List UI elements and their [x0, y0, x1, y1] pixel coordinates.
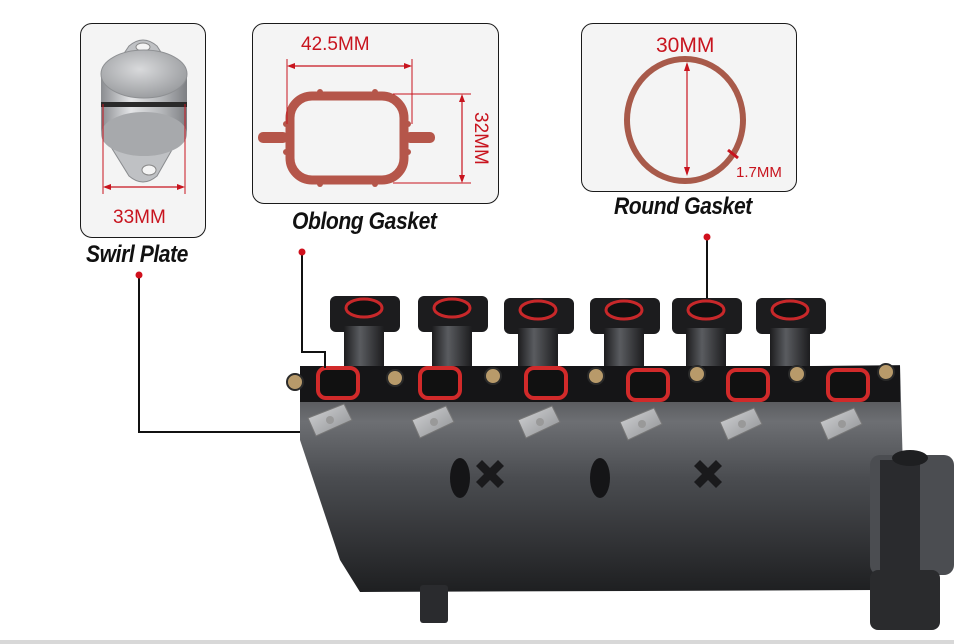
swirl-plate-caption: Swirl Plate	[86, 241, 188, 268]
round-gasket-thickness-label: 1.7MM	[736, 164, 782, 181]
round-gasket-callout-dot	[703, 233, 711, 241]
oblong-gasket-width-label: 42.5MM	[301, 34, 370, 55]
throttle-body	[870, 450, 954, 630]
swirl-plate-panel: 33MM	[80, 23, 206, 238]
oblong-gasket-panel: 42.5MM 32MM	[252, 23, 499, 204]
oblong-gasket-image	[258, 59, 471, 187]
lower-ports	[307, 366, 870, 441]
oblong-gasket-caption: Oblong Gasket	[292, 208, 437, 235]
round-gasket-diameter-label: 30MM	[656, 34, 715, 57]
round-gasket-caption: Round Gasket	[614, 193, 752, 220]
swirl-plate-width-label: 33MM	[113, 207, 166, 228]
bottom-border	[0, 640, 954, 644]
round-gasket-panel: 30MM 1.7MM	[581, 23, 797, 192]
swirl-plate-image	[100, 39, 188, 194]
swirl-plate-callout-dot	[135, 271, 143, 279]
callout-lines	[138, 237, 708, 433]
round-gasket-image	[624, 56, 746, 184]
oblong-gasket-callout-dot	[298, 248, 306, 256]
upper-runners	[330, 296, 826, 376]
